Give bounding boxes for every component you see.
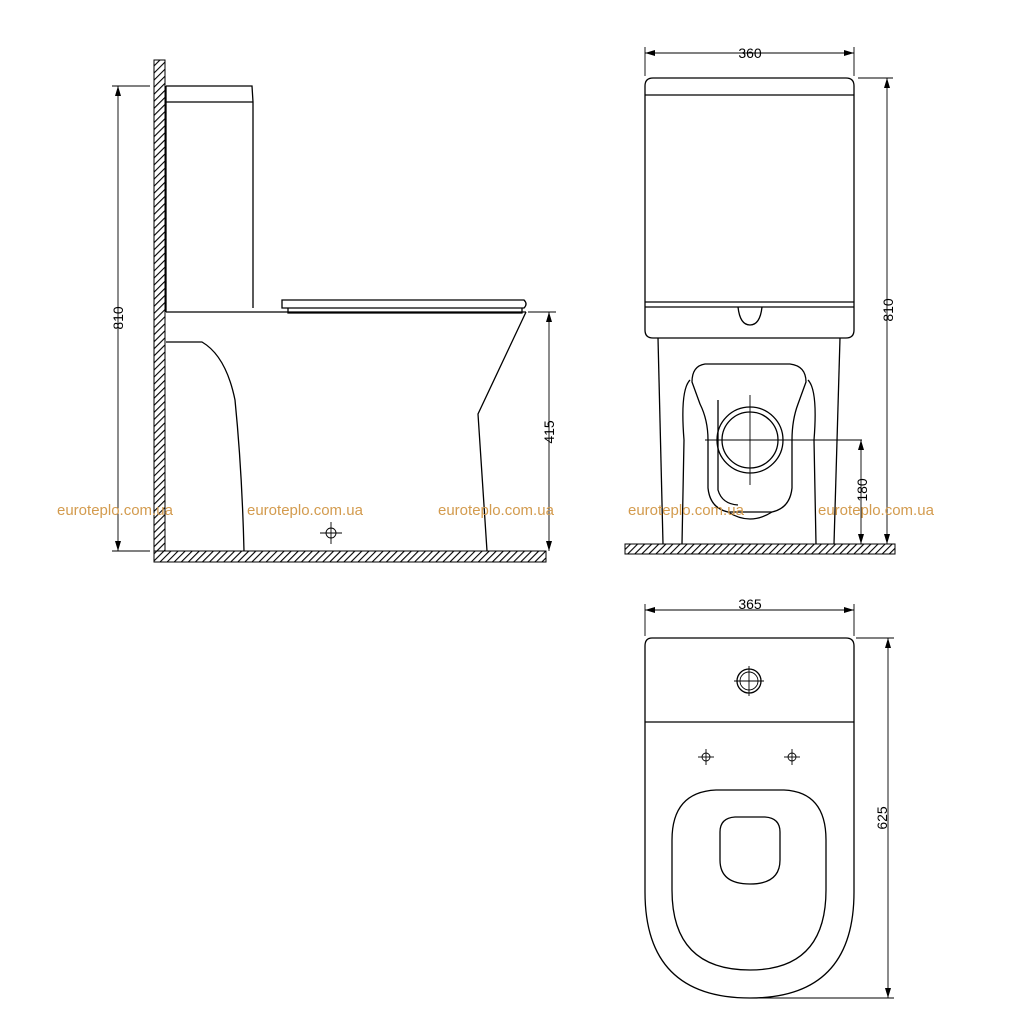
trap-back-side bbox=[166, 341, 245, 552]
watermark-5: euroteplo.com.ua bbox=[818, 502, 935, 519]
dim-top-depth-label: 625 bbox=[874, 806, 890, 830]
floor-outlet-mark bbox=[320, 522, 342, 544]
dim-outlet-height-label: 180 bbox=[854, 478, 870, 502]
dim-seat-height: 415 bbox=[528, 311, 557, 551]
outlet-pipe bbox=[705, 395, 862, 485]
dim-top-width-label: 365 bbox=[738, 596, 762, 612]
watermark-1: euroteplo.com.ua bbox=[57, 502, 174, 519]
watermark-2: euroteplo.com.ua bbox=[247, 502, 364, 519]
wall-hatch bbox=[153, 59, 166, 563]
dim-front-height-label: 810 bbox=[880, 298, 896, 322]
flush-button-mark bbox=[734, 666, 764, 696]
seat-fixing-left bbox=[698, 749, 714, 765]
dim-front-height: 810 bbox=[858, 77, 896, 544]
floor-hatch bbox=[153, 550, 547, 563]
cistern-front bbox=[644, 77, 855, 339]
top-outline bbox=[644, 637, 855, 999]
dim-outlet-height: 180 bbox=[854, 440, 870, 544]
dim-top-depth: 625 bbox=[752, 637, 894, 999]
front-view: 360 810 180 bbox=[624, 45, 896, 555]
cistern-side bbox=[166, 85, 254, 308]
dim-front-width: 360 bbox=[644, 45, 855, 76]
dim-front-width-label: 360 bbox=[738, 45, 762, 61]
watermarks: euroteplo.com.ua euroteplo.com.ua eurote… bbox=[57, 502, 935, 519]
front-floor-hatch bbox=[624, 543, 896, 555]
dim-top-width: 365 bbox=[644, 596, 855, 636]
watermark-3: euroteplo.com.ua bbox=[438, 502, 555, 519]
dim-side-height-label: 810 bbox=[110, 306, 126, 330]
dim-side-height: 810 bbox=[110, 85, 150, 552]
side-view: 810 415 bbox=[110, 59, 557, 563]
seat-fixing-right bbox=[784, 749, 800, 765]
bowl-front-side bbox=[477, 311, 527, 552]
watermark-4: euroteplo.com.ua bbox=[628, 502, 745, 519]
bowl-opening bbox=[719, 816, 781, 885]
seat-lid-side bbox=[281, 299, 527, 309]
dim-seat-height-label: 415 bbox=[541, 420, 557, 444]
top-view: 365 625 bbox=[644, 596, 894, 999]
seat-ring bbox=[671, 789, 827, 971]
trap-opening-front bbox=[691, 363, 807, 513]
